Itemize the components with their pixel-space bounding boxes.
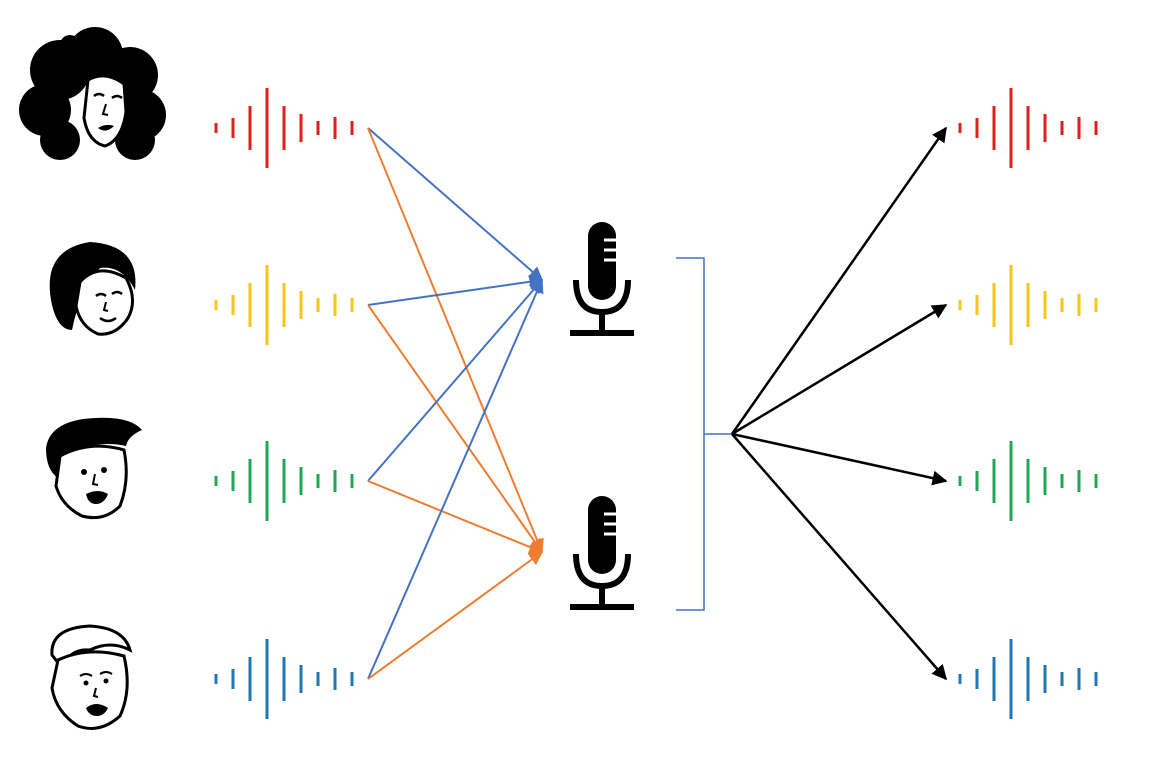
mix-arrow-speaker3-mic2 <box>367 480 544 554</box>
separation-arrow-2 <box>731 303 948 436</box>
man-worried-face-icon <box>50 624 133 730</box>
woman-curly-hair-face-icon <box>19 27 166 160</box>
microphone-icon <box>570 222 634 336</box>
microphone-icon <box>570 496 634 610</box>
output-wave-1 <box>958 88 1098 168</box>
separation-arrow-3 <box>731 432 948 486</box>
input-wave-2 <box>214 265 354 345</box>
separation-arrow-4 <box>731 433 947 681</box>
mix-arrow-speaker1-mic2 <box>367 127 544 554</box>
mix-arrow-speaker2-mic1 <box>367 274 544 306</box>
mix-arrow-speaker1-mic1 <box>367 127 544 281</box>
mixing-arrows <box>367 127 544 680</box>
output-wave-3 <box>958 441 1098 521</box>
input-waveforms <box>214 88 354 719</box>
mix-arrow-speaker2-mic2 <box>367 304 543 554</box>
separation-arrows <box>730 126 948 681</box>
input-wave-1 <box>214 88 354 168</box>
woman-short-hair-face-icon <box>49 242 136 336</box>
output-wave-2 <box>958 265 1098 345</box>
mix-arrow-speaker3-mic1 <box>367 278 543 482</box>
mix-arrow-speaker4-mic1 <box>367 278 544 680</box>
mix-arrow-speaker4-mic2 <box>367 551 544 680</box>
output-wave-4 <box>958 639 1098 719</box>
man-pompadour-face-icon <box>46 417 142 520</box>
separation-arrow-1 <box>730 126 948 435</box>
input-wave-3 <box>214 441 354 521</box>
input-wave-4 <box>214 639 354 719</box>
mix-bracket <box>676 257 732 611</box>
output-waveforms <box>958 88 1098 719</box>
